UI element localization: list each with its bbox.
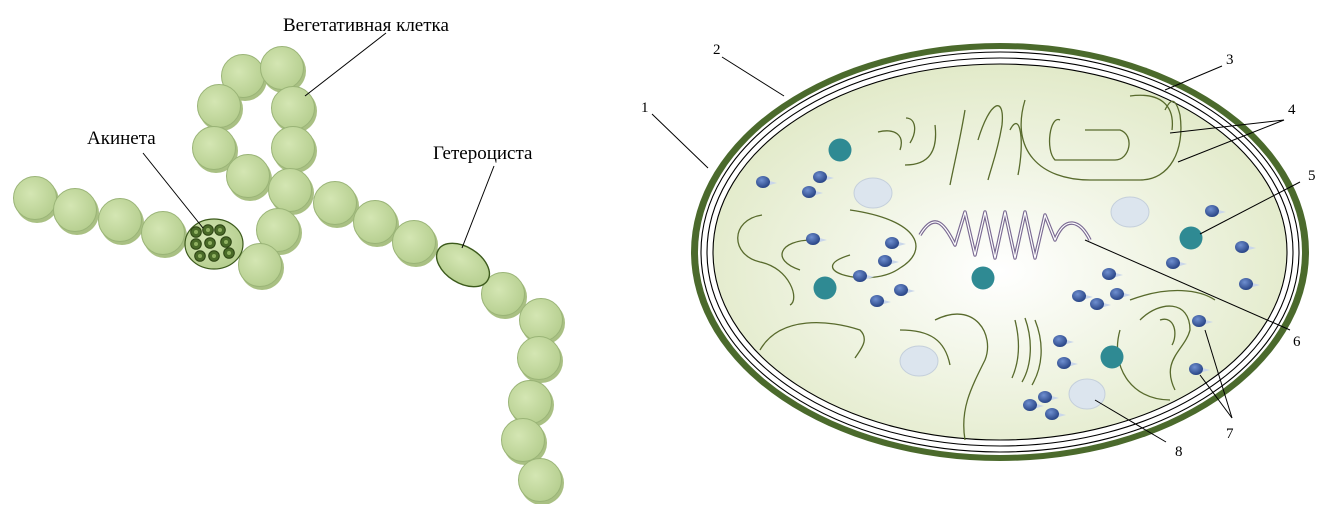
akinete-granule-core [198, 254, 202, 258]
ribosome [894, 284, 908, 296]
akinete-granule-core [206, 228, 210, 232]
vegetative-cell [193, 127, 236, 170]
inclusion-granule [1111, 197, 1149, 227]
vegetative-cell [393, 221, 436, 264]
vegetative-cell [239, 244, 282, 287]
ribosome [1023, 399, 1037, 411]
akinete-granule-core [227, 251, 231, 255]
ribosome [1205, 205, 1219, 217]
ribosome [1038, 391, 1052, 403]
vegetative-cell [518, 337, 561, 380]
label-vegetative-cell: Вегетативная клетка [283, 15, 449, 36]
carboxysome [1180, 227, 1203, 250]
cytoplasmic-membrane [713, 64, 1287, 440]
inclusion-granule [900, 346, 938, 376]
number-2: 2 [713, 42, 721, 58]
vegetative-cell [198, 85, 241, 128]
vegetative-cell [142, 212, 185, 255]
vegetative-cell [502, 419, 545, 462]
akinete-granule-core [194, 242, 198, 246]
vegetative-cell [519, 459, 562, 502]
carboxysome [814, 277, 837, 300]
vegetative-cell [14, 177, 57, 220]
number-3: 3 [1226, 52, 1234, 68]
ribosome [1057, 357, 1071, 369]
vegetative-cell [227, 155, 270, 198]
ribosome [870, 295, 884, 307]
vegetative-cell [354, 201, 397, 244]
number-6: 6 [1293, 334, 1301, 350]
ribosome [885, 237, 899, 249]
ribosome [806, 233, 820, 245]
ribosome [813, 171, 827, 183]
vegetative-cell [54, 189, 97, 232]
ribosome [1102, 268, 1116, 280]
leader-vegetative [305, 33, 386, 96]
ribosome [878, 255, 892, 267]
number-5: 5 [1308, 168, 1316, 184]
vegetative-cell [509, 381, 552, 424]
vegetative-cell [272, 127, 315, 170]
akinete-granule-core [218, 228, 222, 232]
ribosome [853, 270, 867, 282]
akinete-granule-core [224, 240, 228, 244]
vegetative-cell [314, 182, 357, 225]
carboxysome [972, 267, 995, 290]
ribosome [1192, 315, 1206, 327]
leader-heterocyst [462, 166, 494, 248]
akinete-granule-core [212, 254, 216, 258]
label-heterocyst: Гетероциста [433, 143, 533, 164]
cell-section [691, 43, 1309, 461]
akinete-granule-core [208, 241, 212, 245]
label-akinete: Акинета [87, 128, 156, 149]
carboxysome [829, 139, 852, 162]
carboxysome [1101, 346, 1124, 369]
ribosome [1072, 290, 1086, 302]
inclusion-granule [854, 178, 892, 208]
ribosome [1189, 363, 1203, 375]
ribosome [1110, 288, 1124, 300]
number-1: 1 [641, 100, 649, 116]
number-7: 7 [1226, 426, 1234, 442]
ribosome [1166, 257, 1180, 269]
number-8: 8 [1175, 444, 1183, 460]
inclusion-granule [1069, 379, 1105, 409]
akinete-granule-core [194, 230, 198, 234]
akinete [185, 219, 243, 269]
number-4: 4 [1288, 102, 1296, 118]
ribosome [756, 176, 770, 188]
ribosome [1053, 335, 1067, 347]
ribosome [802, 186, 816, 198]
ribosome [1235, 241, 1249, 253]
vegetative-cell [269, 169, 312, 212]
ribosome [1090, 298, 1104, 310]
vegetative-cell [261, 47, 304, 90]
ribosome [1239, 278, 1253, 290]
vegetative-cell [272, 87, 315, 130]
vegetative-cell [99, 199, 142, 242]
ribosome [1045, 408, 1059, 420]
vegetative-cell [520, 299, 563, 342]
